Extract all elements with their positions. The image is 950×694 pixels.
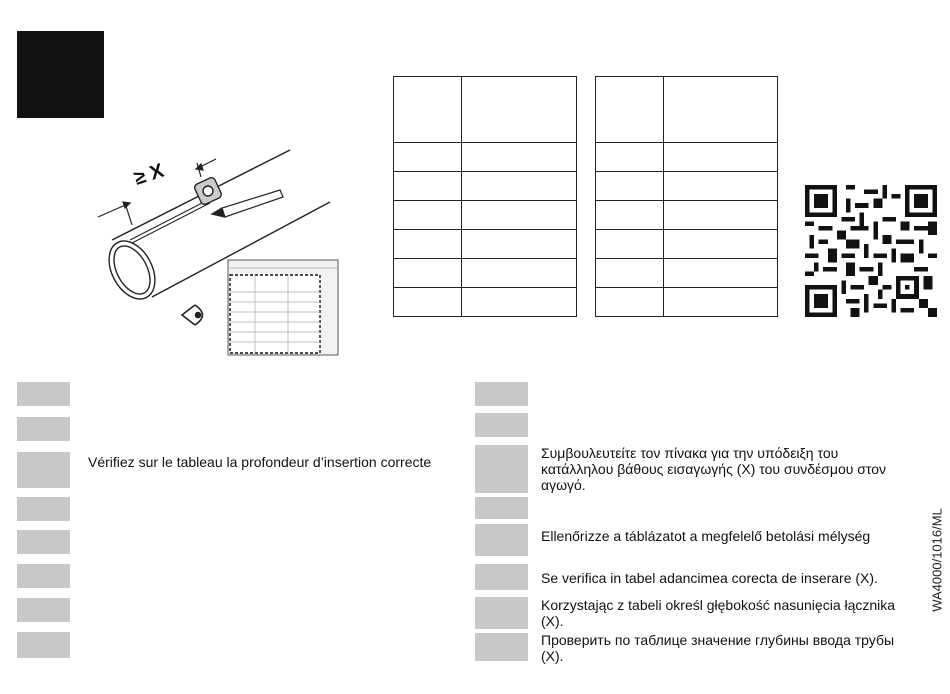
language-code-box: [17, 497, 70, 521]
table-row: [393, 287, 577, 317]
table-row: [393, 258, 577, 288]
language-code-box: [17, 632, 70, 658]
pencil-icon: [210, 189, 284, 218]
table-header-cell: [663, 76, 778, 143]
instruction-text-el: Συμβουλευτείτε τον πίνακα για την υπόδει…: [541, 445, 887, 493]
language-code-box: [475, 524, 528, 556]
language-code-box: [475, 564, 528, 590]
language-code-box: [17, 417, 70, 441]
instruction-text-ru: Проверить по таблице значение глубины вв…: [541, 632, 895, 664]
black-square-marker: [17, 31, 104, 118]
table-row: [393, 200, 577, 230]
language-code-box: [475, 445, 528, 493]
language-code-box: [17, 530, 70, 554]
qr-code: [805, 185, 937, 317]
insertion-table-right: [595, 76, 778, 317]
dimension-label: ≥ X: [131, 159, 167, 189]
document-reference: WA4000/1016/ML: [929, 508, 945, 612]
table-row: [595, 287, 778, 317]
dimension-arrow: [97, 158, 217, 226]
language-code-box: [17, 382, 70, 406]
pipe-insertion-illustration: ≥ X: [97, 149, 339, 356]
table-row: [595, 200, 778, 230]
instruction-text-hu: Ellenőrizze a táblázatot a megfelelő bet…: [541, 528, 871, 544]
language-code-box: [17, 452, 70, 488]
table-header-cell: [393, 76, 462, 143]
table-row: [393, 171, 577, 201]
table-row: [595, 258, 778, 288]
language-code-box: [17, 598, 70, 622]
language-code-box: [475, 633, 528, 661]
reference-table-thumbnail: [227, 259, 339, 356]
table-row: [595, 229, 778, 259]
table-header-cell: [595, 76, 664, 143]
eye-icon: [180, 304, 204, 326]
table-row: [595, 171, 778, 201]
language-code-box: [475, 413, 528, 437]
language-code-box: [475, 382, 528, 406]
language-code-box: [475, 597, 528, 629]
marker-clamp-icon: [193, 176, 223, 206]
instruction-text-ro: Se verifica in tabel adancimea corecta d…: [541, 570, 878, 586]
instruction-text-fr: Vérifiez sur le tableau la profondeur d’…: [88, 454, 432, 470]
instruction-text-pl: Korzystając z tabeli określ głębokość na…: [541, 597, 896, 629]
table-row: [393, 142, 577, 172]
table-row: [595, 142, 778, 172]
table-row: [393, 229, 577, 259]
insertion-table-left: [393, 76, 577, 317]
pipe-icon: [108, 149, 331, 300]
language-code-box: [17, 564, 70, 588]
language-code-box: [475, 497, 528, 519]
table-header-cell: [461, 76, 577, 143]
